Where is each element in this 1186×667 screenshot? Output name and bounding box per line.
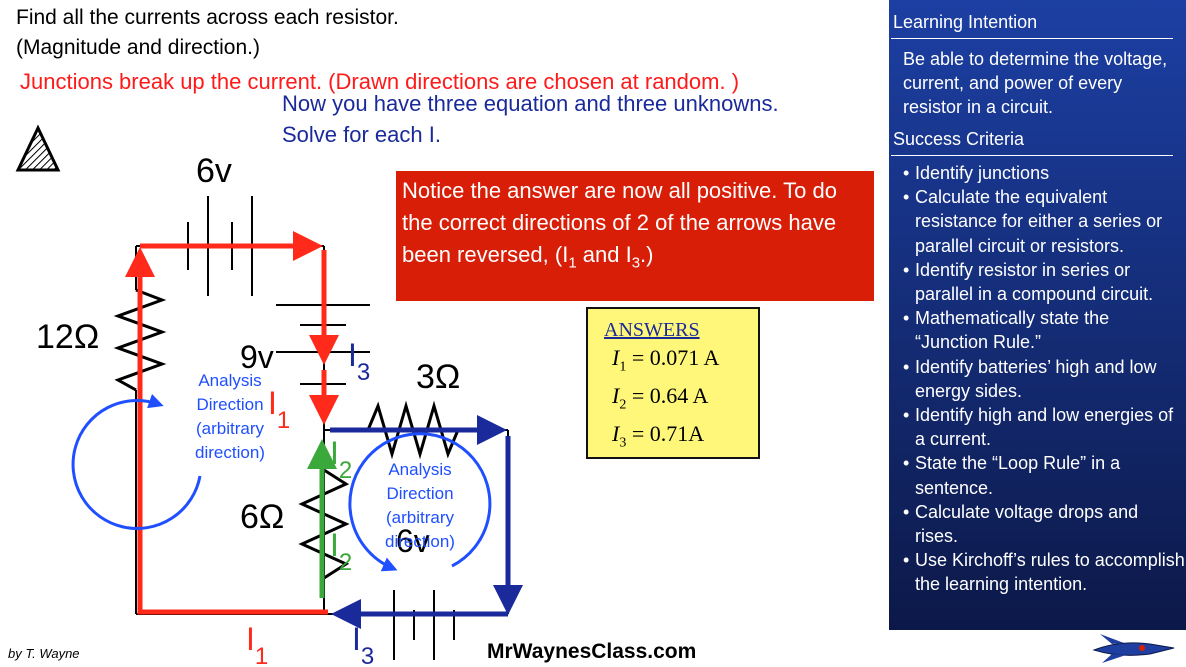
answers-heading: ANSWERS <box>604 319 700 341</box>
resistor-3ohm-label: 3Ω <box>416 358 460 396</box>
list-item: Identify junctions <box>903 161 1185 185</box>
list-item: Identify high and low energies of a curr… <box>903 403 1185 451</box>
success-criteria-title: Success Criteria <box>893 129 1025 149</box>
answer-i2: I2 = 0.64 A <box>612 383 709 413</box>
learning-intention-text: Be able to determine the voltage, curren… <box>903 49 1168 117</box>
list-item: Calculate voltage drops and rises. <box>903 500 1185 548</box>
success-criteria-list: Identify junctions Calculate the equival… <box>903 161 1185 597</box>
list-item: Identify resistor in series or parallel … <box>903 258 1185 306</box>
equations-note: Now you have three equation and three un… <box>282 91 779 147</box>
loop-right-arrow <box>348 432 492 572</box>
resistor-6ohm-label: 6Ω <box>240 498 284 536</box>
svg-text:(arbitrary: (arbitrary <box>386 508 455 527</box>
i2-label-upper: I2 <box>330 435 352 484</box>
battery-top-label: 6v <box>196 152 232 190</box>
i1-label-middle: I1 <box>268 385 290 434</box>
svg-text:Analysis: Analysis <box>388 460 451 479</box>
question-title: Find all the currents across each resist… <box>16 6 399 29</box>
battery-bottom <box>393 590 455 660</box>
resistor-12ohm-label: 12Ω <box>36 318 99 356</box>
list-item: Mathematically state the “Junction Rule.… <box>903 306 1185 354</box>
question-subtitle: (Magnitude and direction.) <box>16 36 260 59</box>
sidebar-panel: Learning Intention Be able to determine … <box>889 0 1186 630</box>
current-arrow-i3 <box>330 415 523 629</box>
i2-label-lower: I2 <box>330 527 352 576</box>
rocket-logo-icon <box>1092 634 1175 663</box>
notice-text: Notice the answer are now all positive. … <box>402 178 837 267</box>
answer-i1: I1 = 0.071 A <box>612 345 720 375</box>
i1-label-bottom: I1 <box>246 621 268 667</box>
current-arrow-i1 <box>125 231 339 615</box>
battery-bottom-label: 6v <box>396 523 430 559</box>
svg-text:Analysis: Analysis <box>198 371 261 390</box>
svg-text:direction): direction) <box>385 532 455 551</box>
i3-label-bottom: I3 <box>352 621 374 667</box>
answers-box: ANSWERS I1 = 0.071 A I2 = 0.64 A I3 = 0.… <box>586 307 760 459</box>
loop-left-arrow <box>71 393 202 530</box>
notice-box: Notice the answer are now all positive. … <box>396 171 874 301</box>
divider <box>891 38 1173 39</box>
svg-text:direction): direction) <box>195 443 265 462</box>
author-byline: by T. Wayne <box>8 646 80 661</box>
learning-intention-title: Learning Intention <box>893 12 1038 32</box>
battery-middle-label: 9v <box>240 339 274 375</box>
answer-i3: I3 = 0.71A <box>612 421 705 451</box>
divider <box>891 155 1173 156</box>
loop-left-text: Analysis Direction (arbitrary direction) <box>195 371 265 462</box>
loop-right-text: Analysis Direction (arbitrary direction) <box>385 460 455 551</box>
svg-text:Direction: Direction <box>386 484 453 503</box>
hatched-triangle-icon <box>15 124 61 172</box>
svg-text:(arbitrary: (arbitrary <box>196 419 265 438</box>
list-item: Identify batteries’ high and low energy … <box>903 355 1185 403</box>
site-link[interactable]: MrWaynesClass.com <box>487 640 697 663</box>
svg-text:Direction: Direction <box>196 395 263 414</box>
resistor-6ohm <box>298 468 350 580</box>
list-item: Calculate the equivalent resistance for … <box>903 185 1185 258</box>
i3-label-top: I3 <box>348 337 370 386</box>
list-item: State the “Loop Rule” in a sentence. <box>903 451 1185 499</box>
list-item: Use Kirchoff’s rules to accomplish the l… <box>903 548 1185 596</box>
junctions-note: Junctions break up the current. (Drawn d… <box>20 69 740 94</box>
circuit-diagram: 6v 9v 6v 12Ω 3Ω 6Ω I3 I1 <box>36 152 523 667</box>
